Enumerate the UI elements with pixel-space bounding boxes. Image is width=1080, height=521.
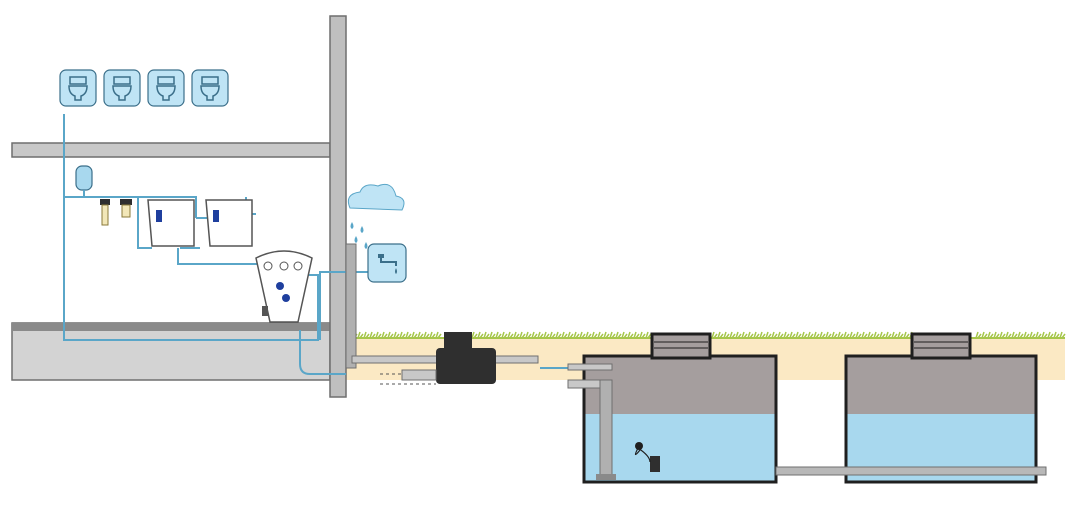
tank-1-pipe-foot — [596, 474, 616, 480]
tank-2-air — [846, 356, 1036, 414]
filters — [100, 199, 132, 226]
ground-floor-top — [12, 323, 330, 331]
house-feed-pipe — [299, 330, 346, 375]
toilet-icon — [147, 69, 185, 107]
rain-drop — [350, 222, 354, 229]
tank-2 — [844, 332, 1038, 484]
tank-1 — [567, 332, 778, 484]
supply-pipe-toilets — [63, 114, 319, 341]
leaf-filter-box — [436, 348, 496, 384]
toilet-icon-row — [59, 69, 229, 107]
appliance-2 — [205, 199, 253, 247]
outdoor-tap-icon — [367, 243, 407, 283]
toilet-icon — [103, 69, 141, 107]
appliance-1 — [147, 199, 195, 247]
overflow-pipe — [401, 369, 437, 381]
downpipe — [345, 243, 357, 369]
leaf-filter-cover — [444, 332, 472, 350]
supply-pipe-to-unit — [177, 248, 260, 265]
rain-drop — [360, 226, 364, 233]
rainwater-control-unit — [255, 250, 313, 323]
upper-floor-slab — [11, 142, 331, 158]
toilet-icon — [191, 69, 229, 107]
expansion-vessel — [75, 165, 93, 197]
tank-1-air — [584, 356, 776, 414]
float-switch — [635, 442, 643, 450]
rain-drop — [354, 236, 358, 243]
exterior-wall — [329, 15, 347, 398]
toilet-icon — [59, 69, 97, 107]
tank-2-manhole — [910, 332, 972, 360]
tank-1-downpipe — [599, 379, 613, 477]
tank-1-manhole — [650, 332, 712, 360]
filter-1 — [100, 199, 110, 226]
rain-drop — [364, 242, 368, 249]
tank-1-water — [584, 414, 776, 482]
supply-pipe-appliances — [64, 196, 197, 218]
rain-cloud-icon — [347, 183, 405, 211]
filter-2 — [120, 199, 132, 218]
submersible-pump — [650, 456, 660, 472]
tank-connector-pipe — [775, 466, 1047, 476]
tank-1-inlet-pipe — [567, 363, 613, 371]
supply-pipe-filter-loop — [137, 197, 152, 249]
rain-drops — [350, 222, 368, 249]
ground-floor-slab — [11, 322, 331, 381]
